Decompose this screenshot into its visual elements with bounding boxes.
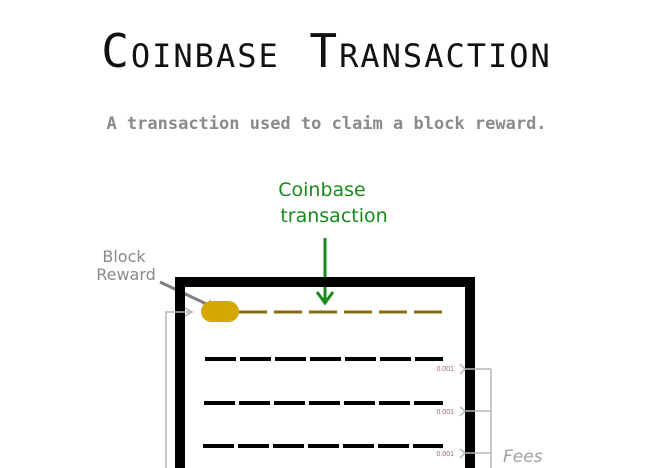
fee-value: 0.001	[436, 409, 454, 416]
coinbase-label-2: transaction	[280, 205, 387, 227]
fees-label: Fees	[503, 447, 543, 467]
fee-value: 0.001	[436, 366, 454, 373]
block-reward-coin	[201, 301, 239, 322]
reward-bracket	[165, 307, 194, 468]
page-title: Coinbase Transaction	[101, 24, 552, 78]
page-subtitle: A transaction used to claim a block rewa…	[106, 114, 547, 134]
fee-value: 0.001	[436, 451, 454, 458]
coinbase-arrow-icon	[315, 238, 335, 306]
transaction-lines	[203, 357, 443, 448]
fees-bracket	[459, 363, 492, 468]
block-reward-label: Block	[102, 247, 146, 266]
block-reward-label-2: Reward	[96, 265, 156, 284]
block-box	[175, 277, 475, 468]
coinbase-label: Coinbase	[278, 179, 366, 201]
